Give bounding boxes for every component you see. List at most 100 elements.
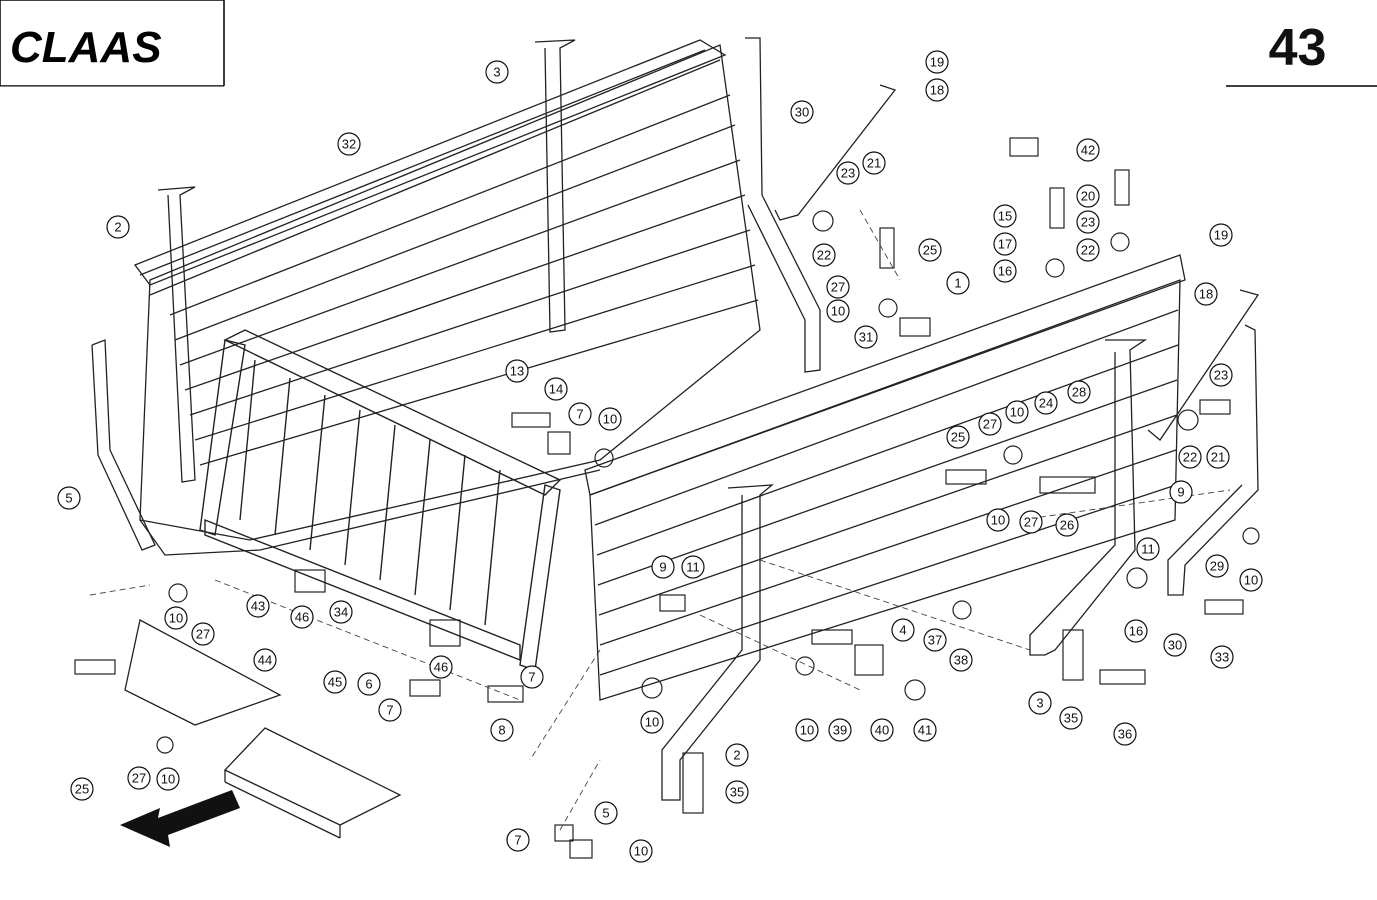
callout-label: 38 [954,653,968,668]
callout-circle [568,402,592,426]
callout-label: 16 [1129,624,1143,639]
callout-circle [986,508,1010,532]
callout-label: 39 [833,723,847,738]
callout-circle [253,648,277,672]
callout-27: 27 [127,766,151,790]
callout-label: 23 [1214,368,1228,383]
callout-label: 22 [1183,450,1197,465]
cover-plates [124,619,402,839]
callout-label: 11 [686,560,700,575]
callout-label: 21 [1211,450,1225,465]
callout-1: 1 [946,271,970,295]
callout-circle [1124,619,1148,643]
callout-21: 21 [1206,445,1230,469]
callout-circle [640,710,664,734]
callout-circle [1113,722,1137,746]
callout-circle [826,299,850,323]
callout-10: 10 [986,508,1010,532]
callout-circle [429,655,453,679]
callout-7: 7 [378,698,402,722]
callout-circle [725,743,749,767]
callout-label: 34 [334,605,348,620]
callout-label: 3 [1036,696,1043,711]
callout-circle [790,100,814,124]
callout-10: 10 [1005,400,1029,424]
callout-circle [57,486,81,510]
callout-9: 9 [651,555,675,579]
callout-label: 10 [991,513,1005,528]
callout-10: 10 [826,299,850,323]
travel-direction-arrow-icon [120,790,240,847]
callout-label: 4 [899,623,906,638]
callout-circle [993,204,1017,228]
callout-37: 37 [923,628,947,652]
hardware-bolts [74,137,1260,859]
callout-label: 15 [998,209,1012,224]
callout-circle [862,151,886,175]
callout-label: 5 [65,491,72,506]
callout-3: 3 [485,60,509,84]
callout-46: 46 [429,655,453,679]
callout-circle [1206,445,1230,469]
callout-23: 23 [836,161,860,185]
left-brace [91,339,156,551]
callout-18: 18 [925,78,949,102]
callout-circle [485,60,509,84]
callout-7: 7 [568,402,592,426]
callout-circle [949,648,973,672]
callout-circle [1163,633,1187,657]
callout-circle [946,271,970,295]
callout-label: 16 [998,264,1012,279]
callout-circle [651,555,675,579]
callout-circle [812,243,836,267]
callout-label: 45 [328,675,342,690]
callout-2: 2 [725,743,749,767]
callout-7: 7 [506,828,530,852]
callout-27: 27 [978,412,1002,436]
stake-posts [157,39,1148,801]
callout-label: 44 [258,653,272,668]
callout-circle [923,628,947,652]
callout-label: 9 [659,560,666,575]
callout-label: 36 [1118,727,1132,742]
callout-label: 27 [196,627,210,642]
callout-41: 41 [913,718,937,742]
callout-26: 26 [1055,513,1079,537]
callout-22: 22 [1178,445,1202,469]
callout-45: 45 [323,670,347,694]
callout-39: 39 [828,718,852,742]
callout-11: 11 [1136,537,1160,561]
callout-circle [1055,513,1079,537]
callout-44: 44 [253,648,277,672]
callout-label: 10 [1010,405,1024,420]
callout-label: 17 [998,237,1012,252]
callout-circle [946,425,970,449]
callout-6: 6 [357,672,381,696]
callout-13: 13 [505,359,529,383]
callout-30: 30 [790,100,814,124]
callout-20: 20 [1076,184,1100,208]
callout-25: 25 [70,777,94,801]
callout-label: 8 [498,723,505,738]
callout-16: 16 [993,259,1017,283]
callout-circle [127,766,151,790]
callout-27: 27 [1019,510,1043,534]
callout-circle [1067,380,1091,404]
callout-label: 27 [831,280,845,295]
callout-label: 40 [875,723,889,738]
callout-circle [506,828,530,852]
callout-circle [106,215,130,239]
callout-circle [870,718,894,742]
callout-label: 43 [251,599,265,614]
callout-label: 35 [730,785,744,800]
callout-32: 32 [337,132,361,156]
callout-label: 9 [1177,485,1184,500]
callout-label: 30 [1168,638,1182,653]
callout-label: 31 [859,330,873,345]
callout-22: 22 [812,243,836,267]
callout-23: 23 [1209,363,1233,387]
callout-10: 10 [629,839,653,863]
callout-label: 13 [510,364,524,379]
callout-circle [1194,282,1218,306]
